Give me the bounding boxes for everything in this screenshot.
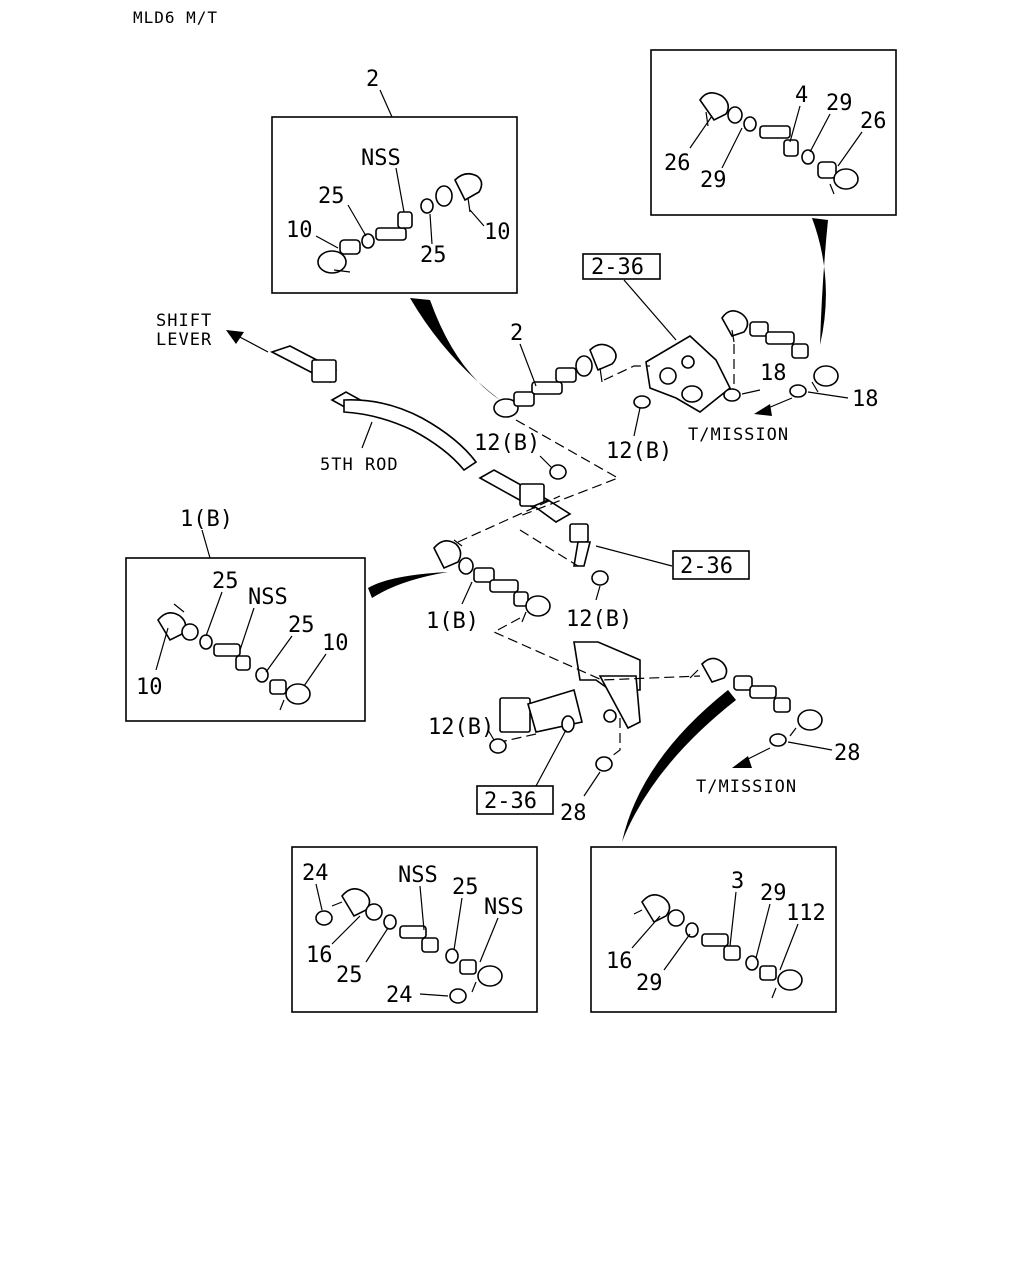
- assembly-line-2: [603, 365, 650, 381]
- ref-box-mid: [672, 550, 750, 580]
- callout-box-e-112: 112: [786, 901, 826, 926]
- detail-box-part-1b: 1(B) 25 NSS 25 10 10: [125, 507, 366, 722]
- callout-box-a-ref: 2: [366, 67, 379, 92]
- callout-box-a-10-left: 10: [286, 218, 313, 243]
- rod-assembly-icon: [633, 894, 803, 999]
- diagram-title: MLD6 M/T: [133, 8, 218, 27]
- callout-main-18-b: 18: [852, 387, 879, 412]
- shift-lever-arrow: [226, 330, 269, 353]
- leader-box-b: [812, 218, 828, 345]
- detail-box-part-2: 2 NSS 25 10 25 10: [271, 67, 518, 294]
- callout-box-c-nss: NSS: [248, 585, 288, 610]
- callout-box-c-ref: 1(B): [180, 507, 233, 532]
- mid-bracket: [569, 523, 592, 567]
- callout-box-a-25-right: 25: [420, 243, 447, 268]
- callout-main-12b-lower-mid: 12(B): [566, 607, 632, 632]
- callout-box-b-29-top: 29: [826, 91, 853, 116]
- upper-link-rod: [493, 343, 617, 418]
- callout-main-12b-upper-right: 12(B): [606, 439, 672, 464]
- nut-28-a: [769, 733, 787, 747]
- leader-box-e: [622, 690, 736, 842]
- assembly-line-7: [499, 733, 537, 743]
- callout-main-ref-236-top: 2-36: [591, 255, 644, 280]
- nut-28-b: [595, 756, 613, 772]
- callout-box-d-25-bottom: 25: [336, 963, 363, 988]
- caption-5th-rod: 5TH ROD: [320, 455, 399, 475]
- callout-box-c-10-left: 10: [136, 675, 163, 700]
- nut-12b-upper: [633, 395, 651, 409]
- nut-12b-lower-left: [489, 738, 507, 754]
- callout-box-e-29-bottom: 29: [636, 971, 663, 996]
- assembly-line-1: [515, 419, 620, 517]
- callout-box-b-4: 4: [795, 83, 808, 108]
- nut-12b-mid: [549, 464, 567, 480]
- callout-main-ref-236-bottom: 2-36: [484, 789, 537, 814]
- shift-rod: [269, 345, 572, 523]
- lower-link-rod: [433, 539, 551, 623]
- lower-right-link-rod: [689, 657, 823, 737]
- callout-box-d-nss-2: NSS: [484, 895, 524, 920]
- assembly-line-4: [519, 529, 579, 567]
- callout-box-d-24-top: 24: [302, 861, 329, 886]
- caption-shift: SHIFT: [156, 311, 212, 331]
- callout-box-a-10-right: 10: [484, 220, 511, 245]
- callout-main-12b-upper-mid: 12(B): [474, 431, 540, 456]
- nut-12b-lower: [591, 570, 609, 586]
- callout-box-c-10-right: 10: [322, 631, 349, 656]
- ref-box-bottom: [476, 785, 554, 815]
- callout-main-12b-lower-left: 12(B): [428, 715, 494, 740]
- caption-tmission-lower: T/MISSION: [696, 777, 797, 797]
- caption-lever: LEVER: [156, 330, 212, 350]
- callout-box-e-29-top: 29: [760, 881, 787, 906]
- upper-right-link-rod: [721, 310, 839, 393]
- nut-18-b: [789, 384, 807, 398]
- callout-box-d-24-bottom: 24: [386, 983, 413, 1008]
- rod-assembly-icon: [317, 172, 483, 274]
- callout-box-e-16: 16: [606, 949, 633, 974]
- callout-box-b-26-left: 26: [664, 151, 691, 176]
- callout-box-d-16: 16: [306, 943, 333, 968]
- callout-main-1b: 1(B): [426, 609, 479, 634]
- callout-main-2: 2: [510, 321, 523, 346]
- callout-box-b-29-bottom: 29: [700, 168, 727, 193]
- assembly-line-6: [492, 617, 701, 681]
- rod-assembly-icon: [315, 888, 503, 1004]
- callout-box-a-25-left: 25: [318, 184, 345, 209]
- callout-box-a-nss: NSS: [361, 146, 401, 171]
- callout-box-e-3: 3: [731, 869, 744, 894]
- detail-box-lower-left: 24 NSS 25 NSS 16 25 24: [291, 846, 538, 1013]
- callout-box-c-25-top: 25: [212, 569, 239, 594]
- detail-box-lower-right: 3 29 112 16 29: [590, 846, 837, 1013]
- callout-main-28-a: 28: [834, 741, 861, 766]
- callout-main-28-b: 28: [560, 801, 587, 826]
- assembly-line-5: [457, 495, 561, 543]
- callout-main-ref-236-mid: 2-36: [680, 554, 733, 579]
- callout-box-b-26-top: 26: [860, 109, 887, 134]
- callout-box-d-25-top: 25: [452, 875, 479, 900]
- rod-assembly-icon: [699, 92, 859, 195]
- callout-box-c-25-right: 25: [288, 613, 315, 638]
- callout-box-d-nss-1: NSS: [398, 863, 438, 888]
- rod-assembly-icon: [157, 603, 311, 711]
- detail-box-upper-right: 4 29 26 26 29: [650, 49, 897, 216]
- lower-bracket: [499, 641, 641, 733]
- upper-bracket: [645, 335, 732, 413]
- callout-main-18-a: 18: [760, 361, 787, 386]
- ref-box-top: [582, 253, 661, 280]
- caption-tmission-upper: T/MISSION: [688, 425, 789, 445]
- leader-box-c: [368, 572, 448, 598]
- tmission-arrow-upper: [754, 397, 793, 416]
- leader-box-a: [410, 298, 500, 400]
- nut-18-a: [723, 388, 741, 402]
- tmission-arrow-lower: [732, 747, 771, 768]
- assembly-line-8: [603, 718, 621, 763]
